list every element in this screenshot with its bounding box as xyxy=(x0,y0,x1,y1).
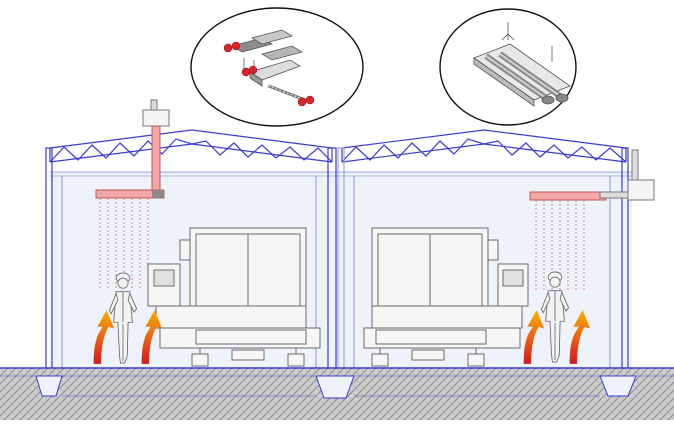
machine-right xyxy=(363,227,529,367)
ground-slab xyxy=(0,367,674,420)
footings xyxy=(35,375,637,399)
machine-left xyxy=(147,227,321,367)
red-connection-nodes xyxy=(223,41,315,107)
heater-left xyxy=(95,99,170,199)
heater-right xyxy=(529,149,655,201)
callout-left xyxy=(190,7,364,127)
suspended-panel-view xyxy=(473,22,571,107)
callout-right xyxy=(439,8,577,126)
roof-truss-right xyxy=(341,129,627,163)
roof-truss-left xyxy=(49,129,333,163)
